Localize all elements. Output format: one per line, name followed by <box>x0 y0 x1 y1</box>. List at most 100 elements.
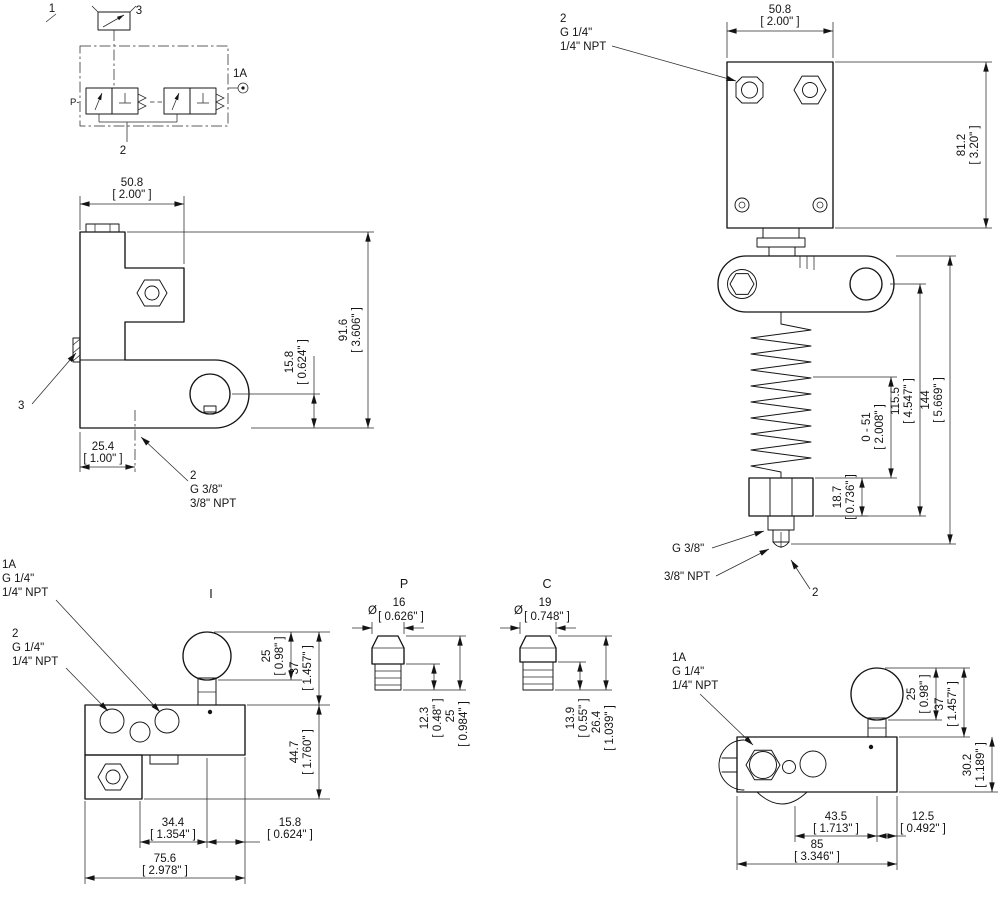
dim-side-port-in: [ 0.624" ] <box>297 339 309 385</box>
dim-top-offset-mm: 34.4 <box>162 817 185 829</box>
callout-2-npt: 1/4" NPT <box>12 656 58 668</box>
callout-3-label: 3 <box>18 400 24 412</box>
dim-top-body-in: [ 1.760" ] <box>302 729 314 775</box>
callout-2-npt: 3/8" NPT <box>190 498 236 510</box>
dim-side-base-in: [ 1.00" ] <box>83 453 122 465</box>
dim-right-depth-mm: 30.2 <box>962 754 974 776</box>
fitting-p-label: P <box>400 577 408 591</box>
dim-side-width-mm: 50.8 <box>121 177 143 189</box>
dim-front-nut-mm: 18.7 <box>832 486 844 508</box>
callout-1a-npt: 1/4" NPT <box>672 680 718 692</box>
dim-c-length-mm: 26.4 <box>591 710 603 733</box>
right-side-view: 1A G 1/4" 1/4" NPT 25 [ 0.98" ] 37 [ 1.4… <box>672 652 998 870</box>
dim-c-thread-in: [ 0.55" ] <box>578 698 590 737</box>
fitting-p-thread <box>374 663 402 691</box>
schematic-label-2: 2 <box>120 145 126 157</box>
hex-bolt <box>136 279 168 307</box>
large-bore <box>799 750 827 778</box>
dim-p-thread-mm: 12.3 <box>419 707 431 729</box>
keyway <box>203 405 217 413</box>
pin-dot <box>868 744 874 750</box>
dim-right-offset-in: [ 1.713" ] <box>813 823 859 835</box>
square-plug <box>735 76 764 104</box>
side-view: 50.8 [ 2.00" ] 91.6 [ 3.606" ] 15.8 [ 0.… <box>18 177 374 510</box>
dim-right-knob-mm: 37 <box>934 698 946 711</box>
callout-1a-thread: G 1/4" <box>2 573 34 585</box>
dim-top-ball-in: [ 0.98" ] <box>274 636 286 675</box>
npt-callout: 3/8" NPT <box>664 571 710 583</box>
dim-top-edge-mm: 15.8 <box>279 817 301 829</box>
dim-front-overall-in: [ 5.669" ] <box>933 377 945 423</box>
knob-ball <box>182 631 232 681</box>
dim-front-stroke-mm: 0 - 51 <box>861 412 873 441</box>
dim-side-height-in: [ 3.606" ] <box>351 307 363 353</box>
view-label-i: I <box>209 587 212 601</box>
port-2-callout: 2 <box>812 587 818 599</box>
callout-2-number: 2 <box>190 470 196 482</box>
dim-top-width-mm: 75.6 <box>154 853 176 865</box>
dim-p-length-in: [ 0.984" ] <box>458 701 470 747</box>
dim-right-width-in: [ 3.346" ] <box>794 851 840 863</box>
callout-1a-thread: G 1/4" <box>672 666 704 678</box>
mount-bolt-left <box>734 197 750 213</box>
fitting-p-dia-in: [ 0.626" ] <box>378 611 424 623</box>
front-view: 50.8 [ 2.00" ] 2 G 1/4" 1/4" NPT <box>560 4 992 599</box>
schematic-label-3: 3 <box>136 5 142 17</box>
knob-stem <box>867 717 887 738</box>
port-bore-2 <box>129 721 151 743</box>
fitting-p-hex <box>371 635 405 665</box>
dim-right-edge-in: [ 0.492" ] <box>900 823 946 835</box>
mount-bolt-right <box>812 197 828 213</box>
schematic-label-1a: 1A <box>233 68 247 80</box>
spring <box>750 323 812 479</box>
dim-right-ball-mm: 25 <box>906 688 918 701</box>
dim-top-knob-in: [ 1.457" ] <box>302 645 314 691</box>
clamp-end <box>718 739 745 791</box>
schematic-label-1: 1 <box>49 3 55 15</box>
dim-front-lever-in: [ 4.547" ] <box>903 378 915 424</box>
callout-1a-number: 1A <box>672 652 686 664</box>
dim-side-port-mm: 15.8 <box>284 351 296 373</box>
hex-plug <box>793 75 827 105</box>
dim-right-ball-in: [ 0.98" ] <box>919 674 931 713</box>
dim-c-length-in: [ 1.039" ] <box>604 705 616 751</box>
hex-block <box>84 754 143 800</box>
fitting-c-thread <box>522 661 554 691</box>
callout-1a-number: 1A <box>2 559 16 571</box>
small-bore <box>782 760 796 774</box>
callout-2-npt: 1/4" NPT <box>560 41 606 53</box>
bottom-boss <box>756 791 808 805</box>
schematic-port-p-label: P- <box>70 97 80 108</box>
callout-2-thread: G 1/4" <box>560 27 592 39</box>
dim-front-width-in: [ 2.00" ] <box>760 16 799 28</box>
hex-port <box>745 749 781 781</box>
dim-side-width-in: [ 2.00" ] <box>112 189 151 201</box>
dim-front-nut-in: [ 0.736" ] <box>845 474 857 520</box>
dim-front-lever-mm: 115.5 <box>890 387 902 415</box>
valve-body-outline <box>84 704 246 756</box>
valve-body-outline <box>736 736 898 793</box>
callout-2-thread: G 3/8" <box>190 484 222 496</box>
top-plug <box>85 223 120 233</box>
callout-2-number: 2 <box>560 13 566 25</box>
knob-stem <box>197 677 217 706</box>
thread-callout: G 3/8" <box>672 543 704 555</box>
roller-pin <box>849 267 883 301</box>
hex-socket <box>729 273 755 295</box>
fitting-c-dia-symbol: Ø <box>514 605 523 617</box>
hex-fitting <box>97 763 129 791</box>
dim-right-knob-in: [ 1.457" ] <box>947 681 959 727</box>
pin-dot <box>207 709 213 715</box>
fitting-p-dia-symbol: Ø <box>368 605 377 617</box>
dim-front-body-mm: 81.2 <box>956 134 968 156</box>
fitting-p-dia-mm: 16 <box>393 597 406 609</box>
dim-right-depth-in: [ 1.189" ] <box>975 742 987 788</box>
dim-top-body-mm: 44.7 <box>289 741 301 763</box>
dim-front-stroke-in: [ 2.008" ] <box>874 404 886 450</box>
dim-p-thread-in: [ 0.48" ] <box>432 698 444 737</box>
hydraulic-schematic: 1 3 P- 1A 2 <box>45 3 249 157</box>
dim-top-edge-in: [ 0.624" ] <box>267 829 313 841</box>
dim-top-knob-mm: 37 <box>289 662 301 675</box>
top-view: 1A G 1/4" 1/4" NPT 2 G 1/4" 1/4" NPT I 2… <box>2 559 330 884</box>
